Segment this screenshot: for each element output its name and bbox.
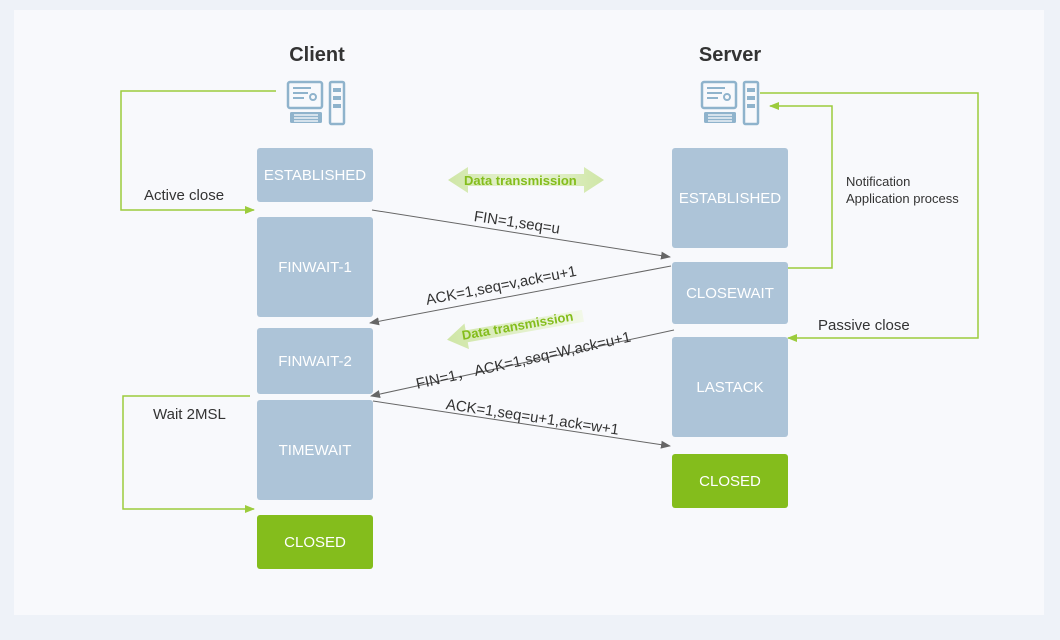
server-state-lastack: LASTACK [672, 337, 788, 437]
client-state-established: ESTABLISHED [257, 148, 373, 202]
client-state-finwait1: FINWAIT-1 [257, 217, 373, 317]
ack2-arrow [372, 400, 671, 449]
ack1-arrow [369, 265, 672, 326]
computer-icon [700, 80, 760, 126]
passive-close-label: Passive close [818, 317, 910, 334]
server-state-closewait: CLOSEWAIT [672, 262, 788, 324]
notification-line1: Notification [846, 174, 911, 189]
client-state-timewait: TIMEWAIT [257, 400, 373, 500]
server-state-established: ESTABLISHED [672, 148, 788, 248]
client-title: Client [289, 44, 345, 66]
active-close-label: Active close [144, 187, 225, 204]
data-transmission-left-arrow [447, 309, 584, 350]
notification-label: Notification Application process [846, 173, 959, 207]
server-state-closed: CLOSED [672, 454, 788, 508]
tcp-four-way-handshake-diagram: Client Server ESTABLISHED FINWAIT-1 FI [14, 10, 1044, 615]
wait-2msl-label: Wait 2MSL [153, 406, 226, 423]
connector-layer [120, 90, 979, 513]
notification-line2: Application process [846, 191, 959, 206]
computer-icon [286, 80, 346, 126]
client-state-finwait2: FINWAIT-2 [257, 328, 373, 394]
notification-connector [769, 102, 833, 269]
wait-2msl-connector [122, 395, 255, 513]
data-transmission-double-arrow [448, 167, 604, 193]
client-state-closed: CLOSED [257, 515, 373, 569]
fin2-arrow [370, 329, 675, 398]
server-title: Server [698, 44, 762, 66]
fin1-arrow [371, 209, 671, 260]
active-close-connector [120, 90, 276, 214]
passive-close-connector [760, 92, 979, 342]
data-transmission-top-label: Data transmission [464, 173, 577, 188]
